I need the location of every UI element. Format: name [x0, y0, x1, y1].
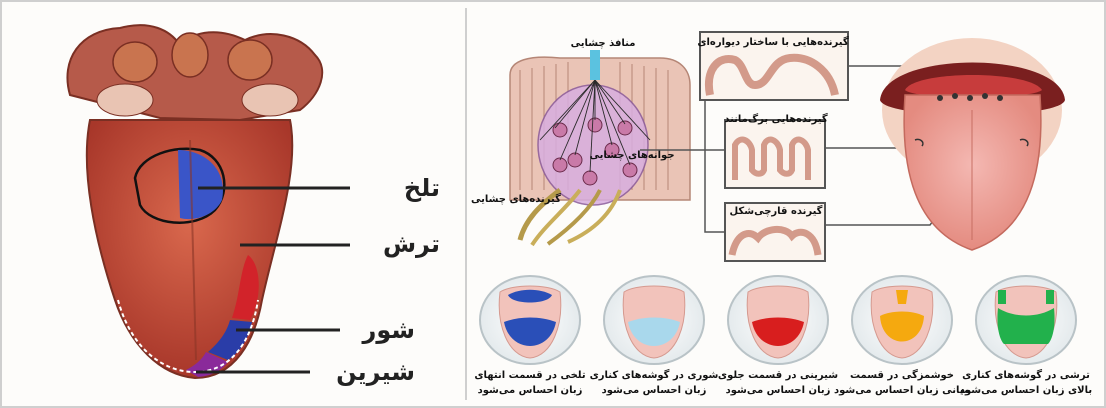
tongue-map-caption-line2: زبان احساس می‌شود [726, 385, 831, 396]
tongue-map-caption-line1: تلخی در قسمت انتهای [474, 370, 586, 381]
label-salty: شور [362, 316, 415, 344]
left-tongue-illustration [67, 25, 350, 378]
open-mouth-tongue-illustration [880, 38, 1065, 250]
tongue-map-3: شیرینی در قسمت جلوی زبان احساس می‌شود [718, 276, 838, 396]
label-wall-receptors: گیرنده‌هایی با ساختار دیواره‌ای [697, 35, 848, 48]
label-taste-pore: منافذ چشایی [571, 38, 636, 49]
tongue-map-2: شوری در گوشه‌های کناری زبان احساس می‌شود [590, 276, 719, 396]
label-sour: ترش [383, 230, 440, 258]
tongue-map-caption-line1: ترشی در گوشه‌های کناری [962, 368, 1090, 381]
tongue-map-caption-line2: میانی زبان احساس می‌شود [834, 385, 970, 396]
tongue-map-caption-line2: زبان احساس می‌شود [602, 385, 707, 396]
receptor-box-leaf [725, 120, 825, 188]
tongue-map-caption-line2: بالای زبان احساس می‌شود [960, 385, 1092, 396]
label-leaf-receptors: گیرنده‌هایی برگ‌مانند [724, 112, 828, 125]
label-mushroom-receptors: گیرنده قارچی‌شکل [730, 204, 823, 217]
taste-bud-illustration [510, 50, 690, 245]
tongue-map-caption-line1: شوری در گوشه‌های کناری [590, 368, 719, 381]
tongue-map-caption-line1: خوشمزگی در قسمت [850, 368, 954, 381]
tongue-map-caption-line1: شیرینی در قسمت جلوی [718, 370, 838, 381]
tongue-map-5: ترشی در گوشه‌های کناری بالای زبان احساس م… [960, 276, 1092, 396]
tongue-map-1: تلخی در قسمت انتهای زبان احساس می‌شود [474, 276, 586, 396]
label-sweet: شیرین [336, 358, 415, 386]
label-receptors: گیرنده‌های چشایی [471, 192, 561, 205]
tongue-map-4: خوشمزگی در قسمت میانی زبان احساس می‌شود [834, 276, 970, 396]
tongue-map-caption-line2: زبان احساس می‌شود [478, 385, 583, 396]
label-bitter: تلخ [404, 174, 440, 202]
label-taste-buds: جوانه‌های چشایی [589, 150, 674, 161]
